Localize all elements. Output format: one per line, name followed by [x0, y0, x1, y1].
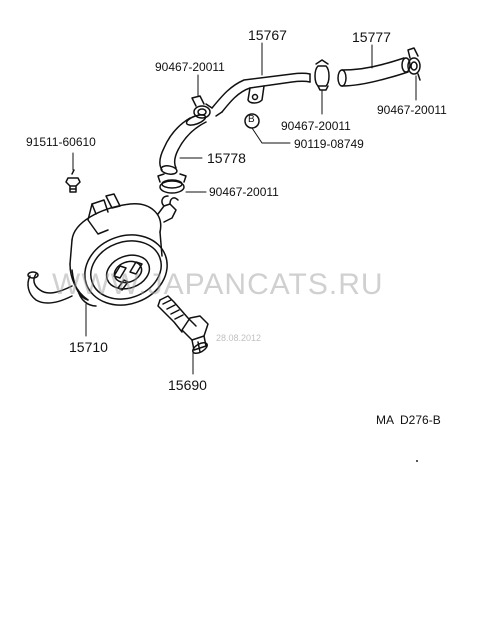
label-bolt-b: 90119-08749: [294, 137, 364, 151]
leader-bolt-b: [251, 127, 291, 144]
hose-15777: [337, 57, 411, 87]
oil-cooler-15710: [27, 193, 179, 307]
hose-15767: [205, 72, 311, 117]
diagram-code: MA D276-B: [376, 413, 441, 427]
clip-90467-b: [314, 59, 330, 91]
plug-91511: [65, 169, 81, 193]
stray-dot: [416, 460, 418, 462]
label-plug: 91511-60610: [26, 135, 96, 149]
label-clip-d: 90467-20011: [377, 103, 447, 117]
label-15710: 15710: [69, 339, 108, 355]
clip-90467-c: [157, 173, 187, 194]
label-15777: 15777: [352, 29, 391, 45]
watermark-date: 28.08.2012: [216, 333, 262, 343]
union-bolt-15690: [157, 295, 209, 355]
label-clip-b: 90467-20011: [281, 119, 351, 133]
label-15690: 15690: [168, 377, 207, 393]
watermark: WWW.JAPANCATS.RU: [52, 268, 384, 301]
label-clip-a: 90467-20011: [155, 60, 225, 74]
callout-b-letter: B: [248, 114, 255, 125]
label-15767: 15767: [248, 27, 287, 43]
label-15778: 15778: [207, 150, 246, 166]
hose-15778: [159, 114, 207, 175]
label-clip-c: 90467-20011: [209, 185, 279, 199]
clip-90467-d: [407, 47, 421, 81]
